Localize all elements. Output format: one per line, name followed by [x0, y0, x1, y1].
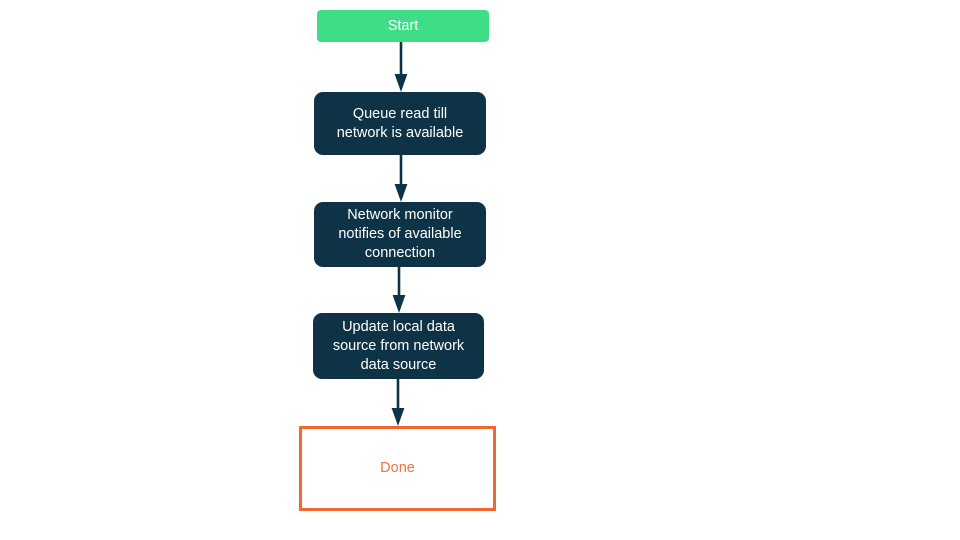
flow-node-network-monitor[interactable]: Network monitor notifies of available co…	[314, 202, 486, 267]
flow-arrow-update-local-to-done	[388, 379, 408, 426]
flow-node-update-local-data-source[interactable]: Update local data source from network da…	[313, 313, 484, 379]
flow-node-queue-read[interactable]: Queue read till network is available	[314, 92, 486, 155]
flow-node-done[interactable]: Done	[299, 426, 496, 511]
flow-arrow-start-to-queue-read	[391, 42, 411, 92]
flow-arrow-network-monitor-to-update-local	[389, 267, 409, 313]
flow-node-start[interactable]: Start	[317, 10, 489, 42]
flow-arrow-queue-read-to-network-monitor	[391, 155, 411, 202]
